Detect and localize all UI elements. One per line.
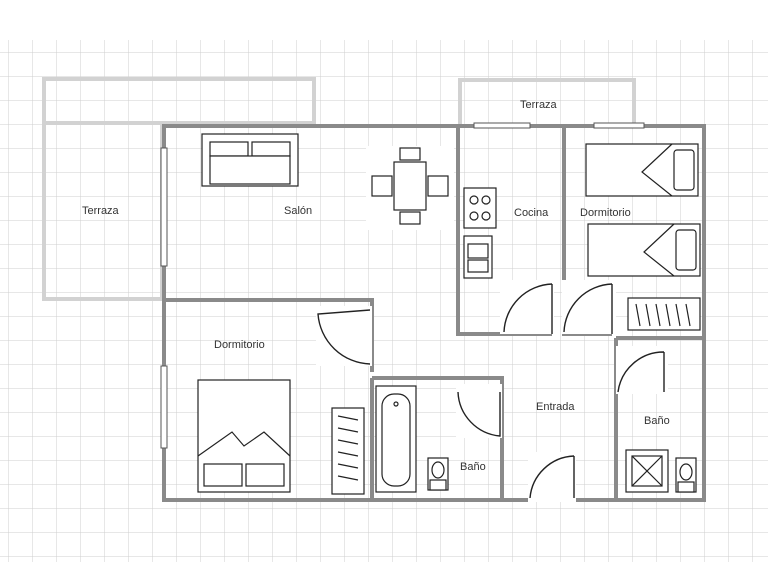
door-icon: [456, 384, 502, 438]
room-label-dormitorio-left: Dormitorio: [214, 339, 265, 351]
door-icon: [616, 346, 668, 394]
toilet-icon: [675, 457, 697, 493]
bathtub-icon: [375, 385, 417, 493]
room-label-cocina: Cocina: [514, 207, 549, 219]
dining-table-icon: [366, 146, 454, 230]
wardrobe-icon: [331, 407, 365, 495]
room-label-dormitorio-right: Dormitorio: [580, 207, 631, 219]
shower-icon: [625, 449, 669, 493]
room-label-terraza-left: Terraza: [82, 205, 120, 217]
stove-icon: [463, 187, 497, 229]
room-label-bano-center: Baño: [460, 461, 486, 473]
single-bed-icon: [587, 223, 701, 277]
terrace-outlines: [42, 77, 636, 301]
sofa-icon: [201, 133, 299, 187]
room-label-terraza-top: Terraza: [520, 99, 558, 111]
toilet-icon: [427, 457, 449, 491]
double-bed-icon: [197, 379, 291, 493]
door-icon: [528, 452, 576, 502]
door-icon: [562, 280, 616, 334]
kitchen-sink-icon: [463, 235, 493, 279]
room-label-bano-right: Baño: [644, 415, 670, 427]
door-icon: [500, 280, 554, 334]
single-bed-icon: [585, 143, 699, 197]
door-icon: [316, 306, 372, 366]
room-label-entrada: Entrada: [536, 401, 575, 413]
wardrobe-icon: [627, 297, 701, 331]
room-label-salon: Salón: [284, 205, 312, 217]
